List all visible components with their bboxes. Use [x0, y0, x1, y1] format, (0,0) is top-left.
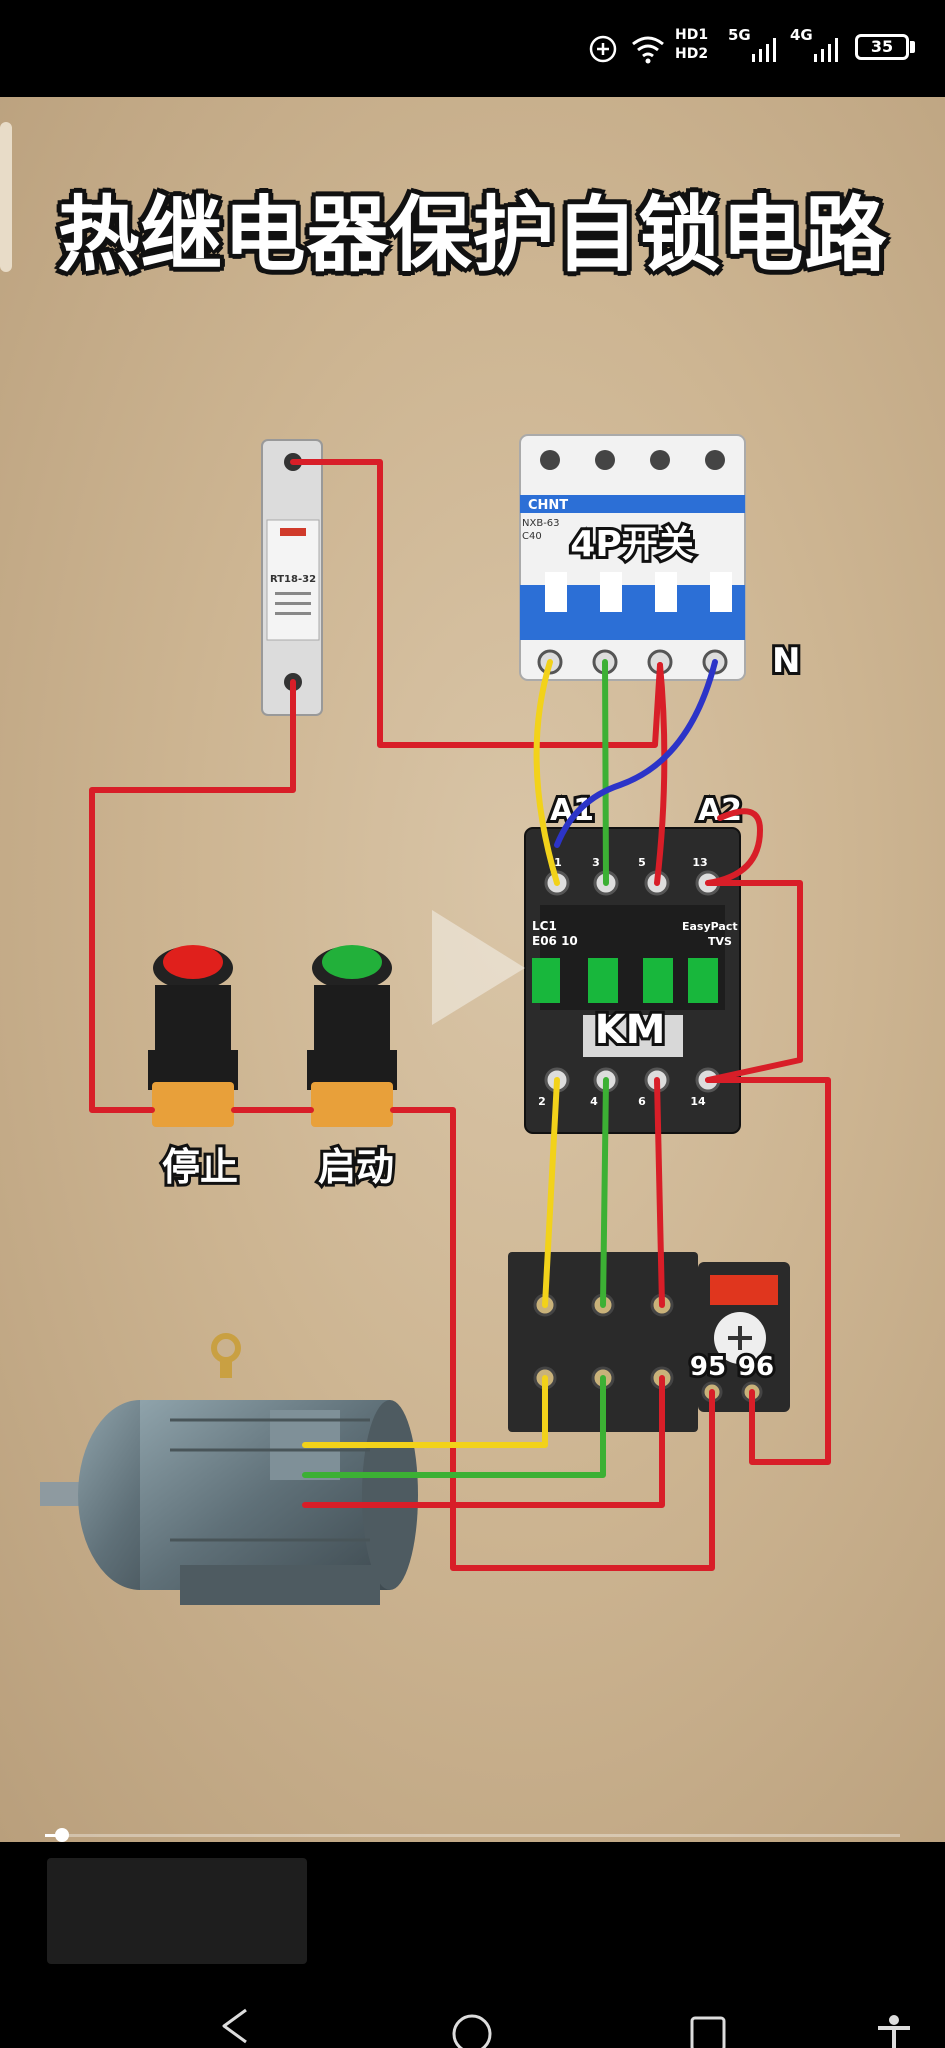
fuse-model-text: RT18-32: [270, 574, 316, 585]
term-3: 3: [592, 856, 600, 869]
wifi-icon: [632, 36, 664, 64]
relay-96-label: 96: [738, 1352, 774, 1382]
playback-progress-bar[interactable]: [45, 1828, 900, 1842]
term-13: 13: [692, 856, 707, 869]
playback-scrubber[interactable]: [55, 1828, 70, 1842]
play-icon[interactable]: [432, 910, 525, 1025]
stop-button-device: [148, 945, 238, 1127]
term-1: 1: [554, 856, 562, 869]
network-hd1: HD1: [675, 27, 709, 43]
signal-icon: [752, 38, 776, 62]
fuse-holder: RT18-32: [261, 439, 323, 716]
signal-icon: [814, 38, 838, 62]
coil-a1-label: A1: [550, 793, 594, 828]
battery-icon: 35: [855, 34, 909, 60]
add-circle-icon: [589, 35, 617, 63]
contactor-model-text: LC1: [532, 919, 557, 933]
stop-label: 停止: [162, 1145, 238, 1189]
term-6: 6: [638, 1095, 646, 1108]
term-5: 5: [638, 856, 646, 869]
wiring-diagram: RT18-32 CHNT NXB-63 C40 4P开关 N LC1 E06 1…: [40, 434, 831, 1605]
thermal-relay: [508, 1252, 790, 1432]
motor: [40, 1333, 418, 1605]
accessibility-icon[interactable]: [872, 2004, 916, 2048]
recents-icon[interactable]: [686, 2004, 730, 2048]
video-thumbnail-card[interactable]: [47, 1858, 307, 1964]
start-label: 启动: [318, 1145, 394, 1189]
signal-label-4g: 4G: [790, 26, 813, 44]
home-icon[interactable]: [450, 2004, 494, 2048]
signal-label-5g: 5G: [728, 26, 751, 44]
breaker-model-text: NXB-63: [522, 518, 560, 529]
wires: [89, 459, 831, 1571]
network-hd2: HD2: [675, 46, 709, 62]
breaker-rating-text: C40: [522, 531, 542, 542]
breaker-brand-text: CHNT: [528, 498, 568, 513]
contactor-brand-text: EasyPact: [682, 920, 738, 933]
contactor-sub-text: E06 10: [532, 934, 578, 948]
term-4: 4: [590, 1095, 598, 1108]
relay-95-label: 95: [690, 1352, 726, 1382]
term-14: 14: [690, 1095, 706, 1108]
video-title: 热继电器保护自锁电路: [57, 188, 888, 283]
contactor-series-text: TVS: [708, 935, 732, 948]
system-nav-bar: [0, 1990, 945, 2048]
start-button-device: [307, 945, 397, 1127]
term-2: 2: [538, 1095, 546, 1108]
contactor-label: KM: [595, 1007, 666, 1053]
switch-label: 4P开关: [570, 524, 693, 565]
video-edge-tab: [0, 122, 12, 272]
back-icon[interactable]: [214, 2004, 258, 2048]
playback-progress-fill: [45, 1834, 63, 1837]
status-bar: HD1 HD2 5G 4G 35: [0, 0, 945, 97]
neutral-label: N: [772, 641, 800, 681]
